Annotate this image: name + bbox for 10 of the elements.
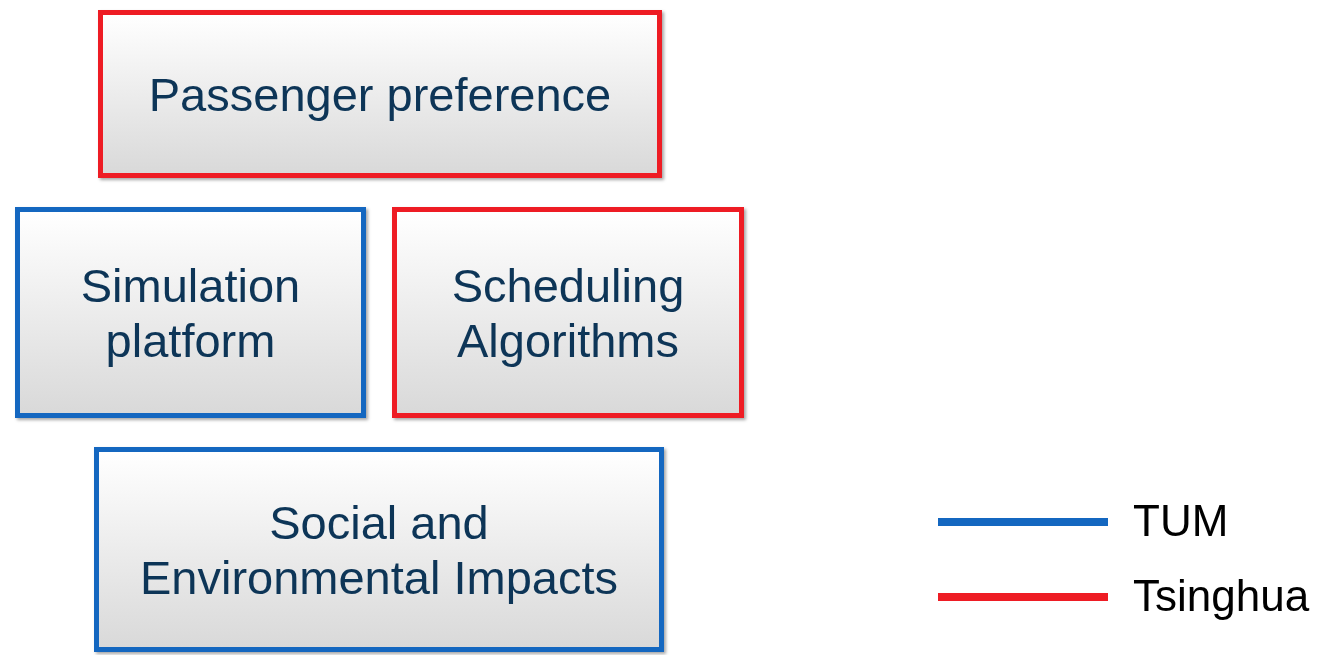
topic-box [392,207,744,418]
topic-box [15,207,366,418]
box-label: Social and Environmental Impacts [138,494,619,605]
legend-label: Tsinghua [1133,571,1310,621]
box-label: Simulation platform [79,257,302,368]
topic-box [98,10,662,178]
box-label: Passenger preference [147,66,613,122]
topic-box [94,447,664,652]
box-label: Scheduling Algorithms [450,257,686,368]
legend-label: TUM [1133,496,1229,546]
